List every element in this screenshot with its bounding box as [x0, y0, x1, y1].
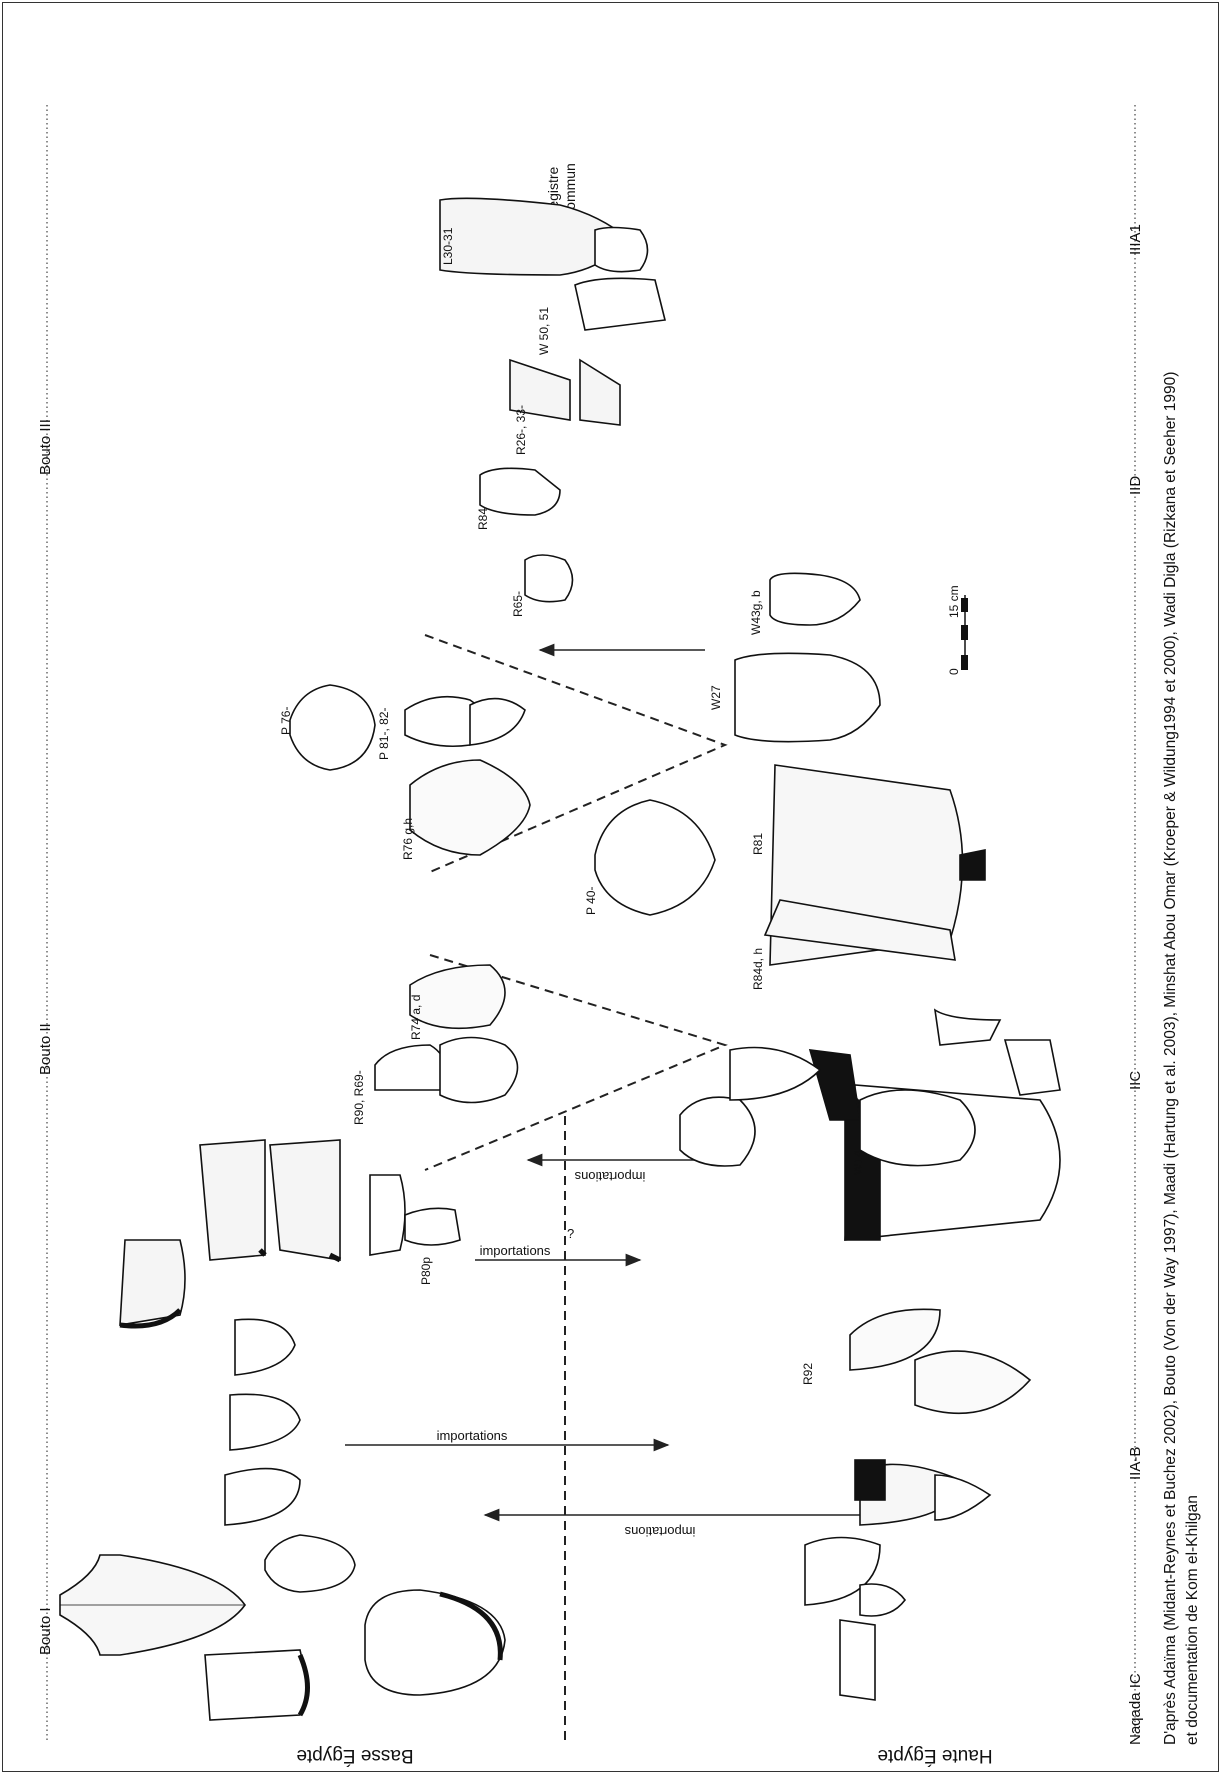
phase-label-bouto3: Bouto III — [37, 419, 54, 475]
phase-label-iid: IID — [1127, 476, 1144, 495]
type-r26: R26-, 33- — [514, 405, 528, 455]
type-l30: L30-31 — [441, 227, 455, 265]
type-r84d: R84d, h — [751, 948, 765, 990]
chevron-lines — [424, 634, 728, 1171]
region-lower-label: Basse Égypte — [296, 1745, 413, 1766]
register-label-line2: commun — [562, 163, 578, 217]
phase-label-iiia1: IIIA1 — [1127, 224, 1144, 255]
phase-label-bouto1: Bouto I — [37, 1607, 54, 1655]
type-p81: P 81-, 82- — [377, 708, 391, 760]
phase-label-naqada-ic: Naqada IC — [1127, 1673, 1144, 1745]
type-r81: R81 — [751, 833, 765, 855]
type-labels: L30-31 W 50, 51 R26-, 33- R84 R65- W43g,… — [279, 227, 865, 1385]
type-r90: R90, R69- — [352, 1070, 366, 1125]
type-w50: W 50, 51 — [537, 307, 551, 355]
caption-line1: D'après Adaïma (Midant-Reynes et Buchez … — [1162, 372, 1179, 1745]
type-r92: R92 — [801, 1363, 815, 1385]
scale-zero: 0 — [947, 668, 961, 675]
type-r65: R65- — [511, 591, 525, 617]
importation-label-top: importations — [624, 1524, 695, 1539]
importation-arrows — [345, 643, 875, 1522]
scale-15cm: 15 cm — [947, 585, 961, 618]
type-w14: W14 — [851, 1150, 865, 1175]
phase-label-bouto2: Bouto II — [37, 1023, 54, 1075]
type-r76: R76 g,h — [401, 818, 415, 860]
importation-label-bottom: importations — [574, 1169, 645, 1184]
type-p76: P 76- — [279, 707, 293, 735]
phase-label-iic: IIC — [1127, 1071, 1144, 1090]
importation-label-mid-lower: importations — [437, 1428, 508, 1443]
type-p80p: P80p — [419, 1257, 433, 1285]
question-mark: ? — [567, 1226, 574, 1241]
scale-bar — [961, 595, 968, 670]
type-r74: R74 a, d — [409, 995, 423, 1040]
phase-label-iiab: IIA-B — [1127, 1447, 1144, 1480]
type-w27: W27 — [709, 685, 723, 710]
importation-label-mid-upper: importations — [480, 1243, 551, 1258]
region-upper-label: Haute Égypte — [877, 1745, 992, 1766]
caption-line2: et documentation de Kom el-Khilgan — [1184, 1495, 1201, 1745]
vessels — [59, 197, 1061, 1721]
register-label-line1: registre — [545, 166, 561, 213]
type-p40: P 40- — [584, 887, 598, 915]
type-r84: R84 — [476, 508, 490, 530]
type-w43: W43g, b — [749, 590, 763, 635]
